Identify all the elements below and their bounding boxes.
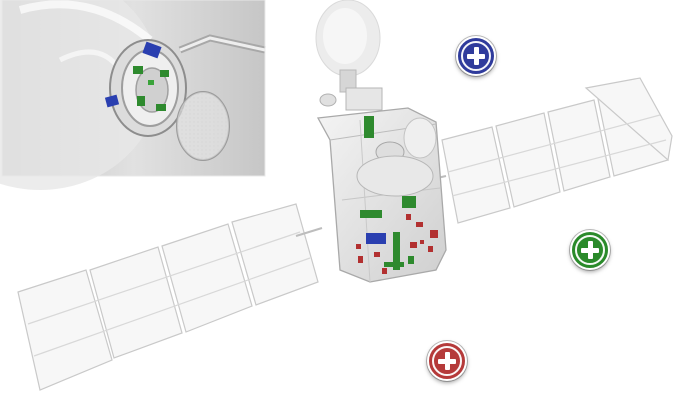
plus-icon [473,47,479,65]
hotspot-red-button[interactable] [427,341,467,381]
spacecraft-bus [316,107,447,283]
plus-icon [444,352,450,370]
hotspot-ring [432,346,462,376]
hotspot-green-button[interactable] [570,230,610,270]
hotspot-blue-button[interactable] [456,36,496,76]
left-solar-array [17,203,323,391]
antenna-dish [315,0,383,111]
inset-detail-view [0,0,266,190]
hotspot-ring [575,235,605,265]
plus-icon [587,241,593,259]
hotspot-ring [461,41,491,71]
right-solar-array [427,77,673,224]
